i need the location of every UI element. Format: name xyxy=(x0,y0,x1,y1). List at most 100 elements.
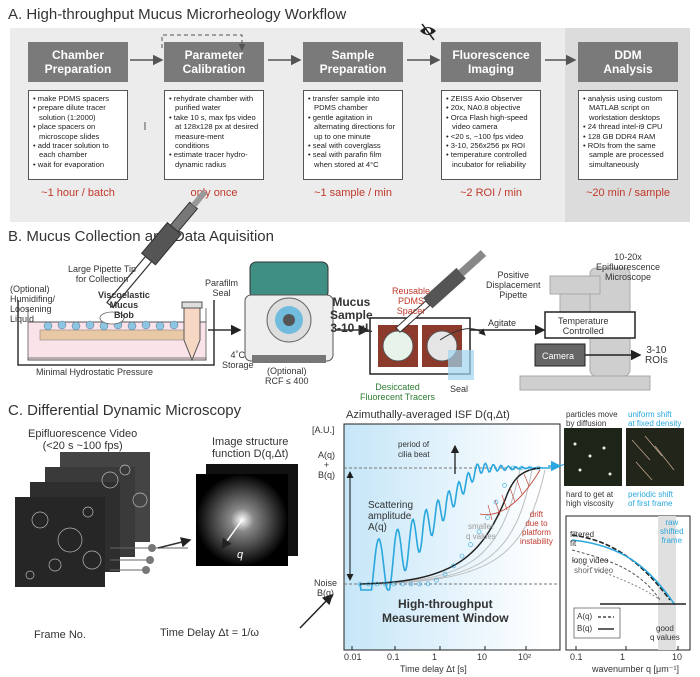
isf-data-point xyxy=(451,563,456,569)
stage-step: • prepare dilute tracer solution (1:2000… xyxy=(33,103,106,122)
uniform-shift-image xyxy=(626,428,684,486)
video-frames xyxy=(15,452,150,587)
legend-b: B(q) xyxy=(577,624,593,633)
seal-label: Seal xyxy=(450,384,469,394)
large-pipette-icon xyxy=(106,189,208,309)
stage-step: • seal with parafin film when stored at … xyxy=(308,150,382,169)
stage-step: • 3-10, 256x256 px ROI xyxy=(446,141,526,151)
stage-step: • add tracer solution to each chamber xyxy=(33,141,109,160)
stage-step: • Orca Flash high-speed video camera xyxy=(446,112,528,132)
isf-data-point xyxy=(434,577,439,583)
isf-data-point xyxy=(408,581,414,587)
q-vector-label: q xyxy=(237,549,244,561)
section-c-title: C. Differential Dynamic Microscopy xyxy=(8,402,242,419)
stage-steps: • transfer sample into PDMS chamber• gen… xyxy=(303,90,403,180)
mucus-blob xyxy=(99,311,125,325)
video-label: Epifluorescence Video(<20 s ~100 fps) xyxy=(28,428,138,452)
calibration-loop-arrow xyxy=(161,34,246,51)
displacement-pipette-icon xyxy=(395,250,487,333)
section-a-title: A. High-throughput Mucus Microrheology W… xyxy=(8,6,347,23)
isf-data-point xyxy=(485,515,490,520)
stage-steps: • make PDMS spacers• prepare dilute trac… xyxy=(28,90,128,180)
eye-icon xyxy=(420,23,436,41)
x-tick-label: 10² xyxy=(518,652,532,662)
x-tick-label: 0.1 xyxy=(387,652,400,662)
subtraction-lines xyxy=(110,547,188,571)
plot-xlabel: Time delay Δt [s] xyxy=(400,664,467,674)
culture-dish xyxy=(17,300,215,366)
stage-step: • temperature controlled incubator for r… xyxy=(446,150,527,169)
to-plot-arrow xyxy=(299,593,334,629)
stage-step: • rehydrate chamber with purified water xyxy=(169,94,254,113)
isf-data-point xyxy=(519,465,524,471)
stage-step: • 24 thread intel-i9 CPU xyxy=(583,122,663,132)
isf-data-point xyxy=(425,581,431,587)
stage-steps: • analysis using custom MATLAB script on… xyxy=(578,90,678,180)
a-plus-b-label: A(q)+B(q) xyxy=(318,450,336,480)
x-tick-label: 10 xyxy=(477,652,488,662)
stage-step: • take 10 s, max fps video at 128x128 px… xyxy=(169,112,259,151)
x-tick-label: 1 xyxy=(432,652,438,662)
isf-data-point xyxy=(374,581,380,587)
isf-curve-main xyxy=(359,467,541,585)
stage-step: • ZEISS Axio Observer xyxy=(446,94,523,103)
stage-rate: ~1 hour / batch xyxy=(41,187,115,199)
frame-no-label: Frame No. xyxy=(34,629,86,641)
stage-steps: • ZEISS Axio Observer• 20x, NA0.8 object… xyxy=(441,90,541,180)
isf-curve-oscillating xyxy=(359,462,550,591)
measurement-window xyxy=(344,424,544,650)
isf-data-point xyxy=(536,465,541,471)
camera-label: Camera xyxy=(542,351,575,361)
isf-data-point xyxy=(383,581,388,587)
plot-title: Azimuthally-averaged ISF D(q,Δt) xyxy=(346,409,510,421)
pressure-label: Minimal Hydrostatic Pressure xyxy=(36,367,154,377)
stage-rate: ~1 sample / min xyxy=(314,187,392,199)
stage-step: • analysis using custom MATLAB script on… xyxy=(583,94,663,122)
stage-step: • <20 s, ~100 fps video xyxy=(446,131,524,141)
legend-a: A(q) xyxy=(577,612,593,621)
plot-frame xyxy=(343,423,561,651)
stage-step: • make PDMS spacers xyxy=(33,94,110,103)
plot-unit: [A.U.] xyxy=(312,425,335,435)
good-q-band xyxy=(658,516,676,650)
isf-data-point xyxy=(476,529,482,535)
stage-step: • ROIs from the same sample are processe… xyxy=(583,141,664,169)
q-legend xyxy=(573,607,621,639)
isf-data-point xyxy=(417,581,422,587)
stage-step: • place spacers on microscope slides xyxy=(33,122,100,141)
isf-data-point xyxy=(527,465,533,471)
isf-data-point xyxy=(493,499,499,505)
isf-data-point xyxy=(502,483,507,488)
isf-data-point xyxy=(442,571,448,577)
time-delay-label: Time Delay Δt = 1/ω xyxy=(160,627,259,639)
stage-step: • seal with coverglass xyxy=(308,141,381,151)
isf-data-point xyxy=(391,581,397,587)
